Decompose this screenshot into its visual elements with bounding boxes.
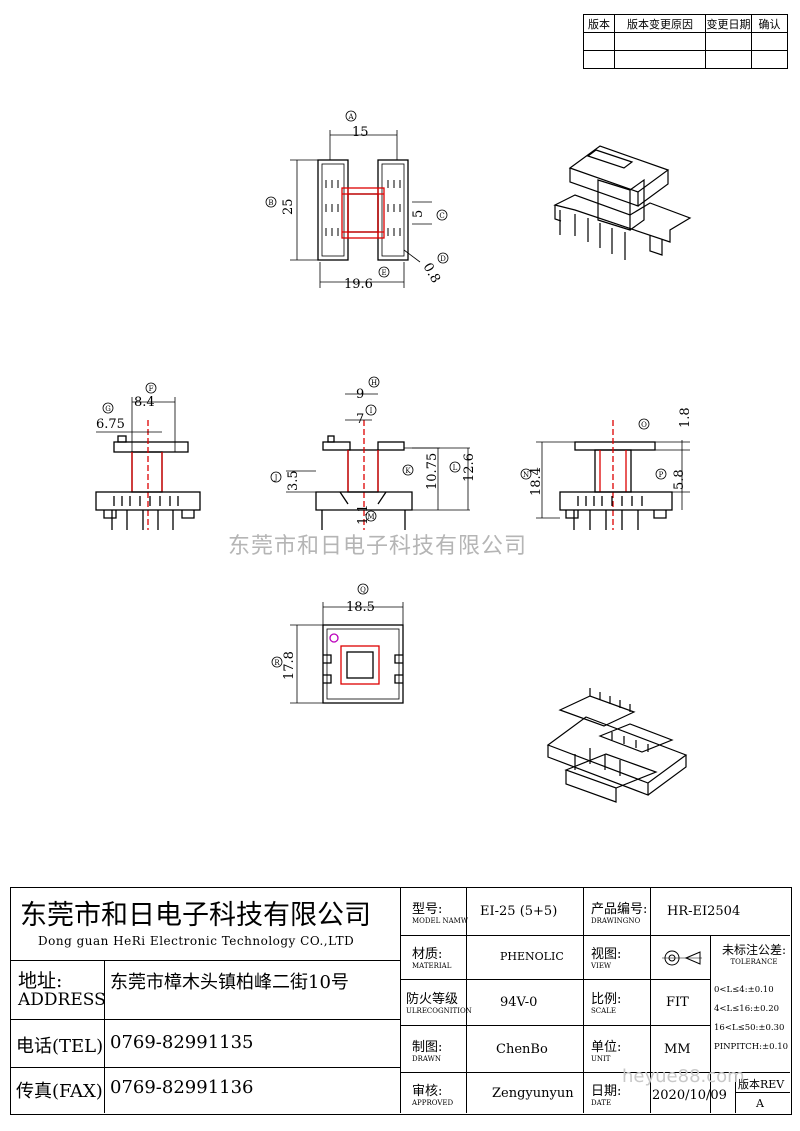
dim-top-pin: 0.8 xyxy=(420,261,443,286)
balloon-r: R xyxy=(274,659,280,667)
balloon-i: I xyxy=(370,407,373,415)
balloon-f: F xyxy=(149,385,154,393)
rev-value: A xyxy=(756,1097,764,1110)
dim-right-d2: 18.4 xyxy=(529,467,544,496)
dim-side-d5: 12.6 xyxy=(462,453,477,482)
iso-view-bottom xyxy=(546,688,688,803)
fax-label: 传真(FAX) xyxy=(16,1081,103,1102)
drawingno-label-cn: 产品编号: xyxy=(591,902,648,917)
dim-top-width: 15 xyxy=(352,125,369,140)
scale-label-en: SCALE xyxy=(591,1007,616,1015)
fax-value: 0769-82991136 xyxy=(110,1077,254,1098)
address-label-cn: 地址: xyxy=(18,970,63,992)
dim-side-d3: 3.5 xyxy=(286,470,301,491)
model-value: EI-25 (5+5) xyxy=(480,904,558,919)
title-block xyxy=(10,887,792,1115)
watermark-site: heyue88.com xyxy=(622,1066,745,1087)
balloon-h: H xyxy=(371,379,377,387)
tel-label: 电话(TEL) xyxy=(16,1036,104,1057)
scale-label-cn: 比例: xyxy=(591,992,622,1007)
fire-value: 94V-0 xyxy=(500,995,538,1010)
material-value: PHENOLIC xyxy=(500,950,564,963)
balloon-c: C xyxy=(439,212,444,220)
technical-drawing: 15 25 5 19.6 0.8 A B C D E xyxy=(95,110,693,803)
company-name-en: Dong guan HeRi Electronic Technology CO.… xyxy=(38,934,355,948)
drawn-label-cn: 制图: xyxy=(412,1040,443,1055)
tolerance-label-cn: 未标注公差: xyxy=(721,943,787,957)
balloon-g: G xyxy=(105,405,111,413)
right-view xyxy=(520,418,690,530)
tolerance-1: 0<L≤4:±0.10 xyxy=(714,985,774,995)
dim-front-d2: 6.75 xyxy=(96,417,125,432)
bottom-view xyxy=(271,583,404,704)
view-label-cn: 视图: xyxy=(591,947,622,962)
revision-table: 版本 版本变更原因 变更日期 确认 xyxy=(583,14,788,69)
balloon-n: N xyxy=(523,471,529,479)
date-value: 2020/10/09 xyxy=(652,1088,727,1103)
tolerance-3: 16<L≤50:±0.30 xyxy=(714,1023,785,1033)
top-view xyxy=(265,110,449,288)
drawn-label-en: DRAWN xyxy=(412,1055,441,1063)
dim-right-d1: 1.8 xyxy=(678,407,693,428)
fire-label-cn: 防火等级 xyxy=(406,992,459,1007)
balloon-o: O xyxy=(641,421,647,429)
side-view xyxy=(270,376,470,530)
material-label-cn: 材质: xyxy=(412,947,443,962)
tolerance-4: PINPITCH:±0.10 xyxy=(714,1042,789,1052)
dim-top-height: 25 xyxy=(281,198,296,215)
balloon-m: M xyxy=(367,513,374,521)
address-label-en: ADDRESS xyxy=(18,990,106,1010)
view-label-en: VIEW xyxy=(591,962,612,970)
dim-top-slot: 5 xyxy=(411,210,426,218)
balloon-d: D xyxy=(440,255,446,263)
dim-front-d1: 8.4 xyxy=(134,395,155,410)
projection-symbol-icon xyxy=(662,950,702,966)
balloon-e: E xyxy=(381,269,386,277)
scale-value: FIT xyxy=(666,995,689,1010)
tolerance-label-en: TOLERANCE xyxy=(730,958,778,966)
balloon-b: B xyxy=(268,199,273,207)
balloon-l: L xyxy=(453,464,458,472)
approved-value: Zengyunyun xyxy=(492,1086,574,1101)
dim-right-d3: 5.8 xyxy=(672,469,687,490)
dim-bottom-h: 17.8 xyxy=(282,651,297,680)
rev-label: 版本REV xyxy=(738,1078,785,1091)
dim-top-bottom: 19.6 xyxy=(344,277,373,292)
tolerance-2: 4<L≤16:±0.20 xyxy=(714,1004,780,1014)
approved-label-en: APPROVED xyxy=(412,1099,454,1107)
drawingno-value: HR-EI2504 xyxy=(667,904,741,919)
tel-value: 0769-82991135 xyxy=(110,1032,254,1053)
material-label-en: MATERIAL xyxy=(412,962,452,970)
dim-bottom-w: 18.5 xyxy=(346,600,375,615)
model-label-en: MODEL NAMW xyxy=(412,917,469,925)
balloon-p: P xyxy=(659,471,664,479)
drawn-value: ChenBo xyxy=(496,1042,548,1057)
address-value: 东莞市樟木头镇柏峰二街10号 xyxy=(110,972,349,993)
front-view xyxy=(95,382,201,530)
company-name-cn: 东莞市和日电子科技有限公司 xyxy=(20,900,371,931)
balloon-q: Q xyxy=(360,586,366,594)
balloon-k: K xyxy=(405,467,411,475)
fire-label-en: ULRECOGNITION xyxy=(406,1007,472,1015)
date-label-en: DATE xyxy=(591,1099,612,1107)
dim-side-d6: 1.1 xyxy=(356,504,371,525)
unit-value: MM xyxy=(664,1042,691,1057)
unit-label-cn: 单位: xyxy=(591,1040,622,1055)
dim-side-d2: 7 xyxy=(356,412,364,427)
drawingno-label-en: DRAWINGNO xyxy=(591,917,641,925)
date-label-cn: 日期: xyxy=(591,1084,622,1099)
dim-side-d1: 9 xyxy=(356,387,364,402)
approved-label-cn: 审核: xyxy=(412,1084,443,1099)
iso-view-top xyxy=(553,145,692,260)
balloon-a: A xyxy=(347,113,354,121)
unit-label-en: UNIT xyxy=(591,1055,611,1063)
watermark: 东莞市和日电子科技有限公司 xyxy=(228,534,528,559)
model-label-cn: 型号: xyxy=(412,902,443,917)
tolerance-list: 0<L≤4:±0.10 4<L≤16:±0.20 16<L≤50:±0.30 P… xyxy=(714,981,788,1057)
dim-side-d4: 10.75 xyxy=(425,453,440,490)
balloon-j: J xyxy=(274,474,278,482)
